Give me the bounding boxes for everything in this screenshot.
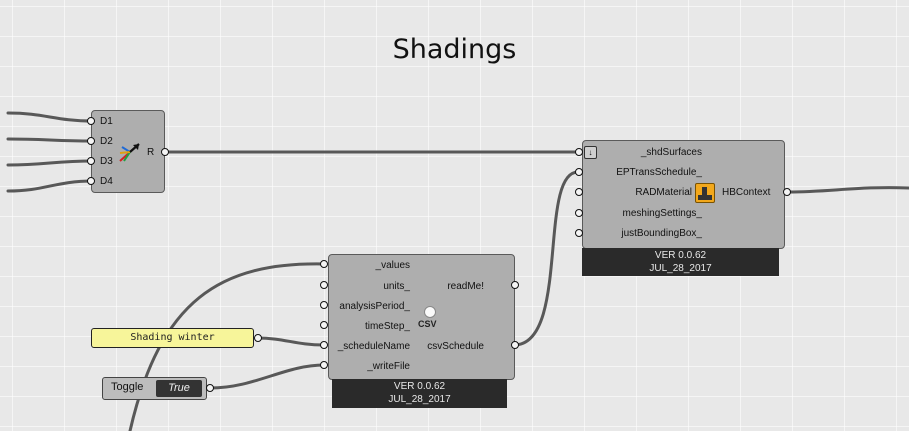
merge-output-r: R [147, 147, 155, 158]
csv-grip-schedulename[interactable] [320, 341, 328, 349]
csv-grip-analysisperiod[interactable] [320, 301, 328, 309]
hb-version: VER 0.0.62 [654, 250, 707, 261]
csv-status-dot-icon [424, 306, 436, 318]
hb-grip-eptransschedule[interactable] [575, 168, 583, 176]
honeybee-context-icon [695, 183, 715, 203]
csv-input-analysisperiod: analysisPeriod_ [339, 301, 410, 312]
csv-output-readme: readMe! [447, 281, 484, 292]
hb-input-eptransschedule: EPTransSchedule_ [616, 167, 702, 178]
wire-panel-to-schedulename [255, 336, 326, 347]
csv-grip-values[interactable] [320, 260, 328, 268]
boolean-toggle[interactable]: Toggle True [102, 377, 207, 400]
canvas-title: Shadings [392, 34, 517, 65]
hb-context-component[interactable]: ↓ _shdSurfaces EPTransSchedule_ RADMater… [582, 140, 785, 249]
hb-grip-meshingsettings[interactable] [575, 209, 583, 217]
panel-text: Shading winter [130, 332, 215, 343]
hb-date: JUL_28_2017 [649, 263, 712, 274]
merge-grip-d2[interactable] [87, 137, 95, 145]
csv-grip-units[interactable] [320, 281, 328, 289]
panel-grip-out[interactable] [254, 334, 262, 342]
csv-icon: CSV [418, 319, 437, 329]
wire-toggle-to-writefile [208, 363, 326, 390]
wire-d1 [6, 111, 95, 123]
hb-version-bar: VER 0.0.62 JUL_28_2017 [582, 248, 779, 276]
csv-grip-readme[interactable] [511, 281, 519, 289]
merge-grip-d3[interactable] [87, 157, 95, 165]
wire-csvschedule-to-eptrans [512, 170, 580, 347]
csv-date: JUL_28_2017 [388, 394, 451, 405]
merge-component[interactable]: D1 D2 D3 D4 R [91, 110, 165, 193]
hb-grip-shdsurfaces[interactable] [575, 148, 583, 156]
hb-input-justboundingbox: justBoundingBox_ [621, 228, 702, 239]
hb-input-shdsurfaces: _shdSurfaces [640, 147, 702, 158]
csv-input-units: units_ [383, 281, 410, 292]
wire-hbcontext-out [787, 186, 909, 194]
csv-version-bar: VER 0.0.62 JUL_28_2017 [332, 379, 507, 408]
wire-d2 [6, 137, 95, 143]
csv-input-schedulename: _scheduleName [337, 341, 410, 352]
flatten-icon[interactable]: ↓ [584, 146, 597, 159]
wire-d4 [6, 179, 95, 193]
csv-input-timestep: timeStep_ [364, 321, 410, 332]
wire-d3 [6, 159, 95, 167]
shading-winter-panel[interactable]: Shading winter [91, 328, 254, 348]
merge-input-d3: D3 [100, 156, 113, 167]
merge-input-d1: D1 [100, 116, 113, 127]
hb-input-meshingsettings: meshingSettings_ [622, 208, 703, 219]
csv-input-writefile: _writeFile [367, 361, 410, 372]
csv-input-values: _values [375, 260, 410, 271]
hb-output-hbcontext: HBContext [722, 187, 771, 198]
merge-input-d4: D4 [100, 176, 113, 187]
csv-grip-csvschedule[interactable] [511, 341, 519, 349]
merge-arrows-icon [119, 143, 140, 162]
toggle-grip-out[interactable] [206, 384, 214, 392]
merge-grip-d1[interactable] [87, 117, 95, 125]
hb-grip-hbcontext[interactable] [783, 188, 791, 196]
csv-output-csvschedule: csvSchedule [427, 341, 484, 352]
csv-schedule-component[interactable]: _values units_ analysisPeriod_ timeStep_… [328, 254, 515, 380]
hb-grip-radmaterial[interactable] [575, 188, 583, 196]
toggle-value[interactable]: True [156, 380, 202, 397]
csv-version: VER 0.0.62 [393, 381, 446, 392]
merge-input-d2: D2 [100, 136, 113, 147]
csv-grip-timestep[interactable] [320, 321, 328, 329]
toggle-label: Toggle [111, 381, 144, 393]
hb-grip-justboundingbox[interactable] [575, 229, 583, 237]
hb-input-radmaterial: RADMaterial [635, 187, 692, 198]
merge-grip-d4[interactable] [87, 177, 95, 185]
merge-grip-r[interactable] [161, 148, 169, 156]
csv-grip-writefile[interactable] [320, 361, 328, 369]
